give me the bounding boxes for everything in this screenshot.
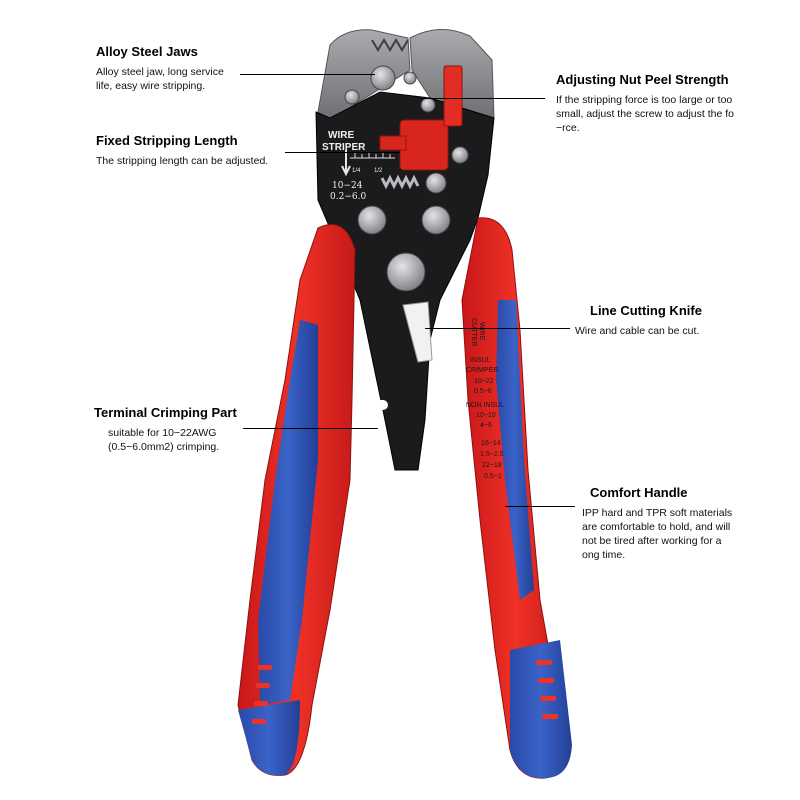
marking-non-insul-2: 10−10 [476,412,496,419]
leader-cutting-knife [425,328,570,329]
leader-handle [505,506,575,507]
leader-crimping [243,428,378,429]
callout-title: Alloy Steel Jaws [96,44,198,59]
adjusting-nut [379,65,469,171]
marking-num-3: 22−18 [482,462,502,469]
callout-title: Fixed Stripping Length [96,133,238,148]
left-handle [237,224,356,776]
callout-description: Alloy steel jaw, long service life, easy… [96,66,224,92]
marking-num-4: 0.5−1 [484,473,502,480]
callout-title: Adjusting Nut Peel Strength [556,72,729,87]
spring [380,174,420,190]
marking-cutter-2: CUTTER [470,318,477,346]
marking-wire: WIRE [328,130,354,141]
leader-jaws [240,74,375,75]
callout-title: Comfort Handle [590,485,688,500]
crimping-teeth [362,400,449,454]
marking-scale-quarter: 1/4 [352,168,361,174]
callout-line-cutting-knife: Line Cutting Knife Wire and cable can be… [575,303,702,338]
leader-adjusting-nut [420,98,545,99]
marking-insul-3: 10−22 [474,378,494,385]
leader-fixed-length [285,152,400,153]
marking-non-insul-1: NON INSUL [466,402,504,409]
callout-description: If the stripping force is too large or t… [556,94,735,134]
marking-gauge-awg: 10−24 [332,181,363,191]
marking-insul-1: INSUL [470,357,491,364]
callout-adjusting-nut: Adjusting Nut Peel Strength If the strip… [556,72,796,135]
callout-description: The stripping length can be adjusted. [96,155,269,167]
marking-insul-2: CRIMPER [466,367,498,374]
callout-description: Wire and cable can be cut. [575,325,700,337]
marking-striper: STRIPER [322,142,366,153]
callout-terminal-crimping: Terminal Crimping Part suitable for 10−2… [94,405,237,454]
marking-gauge-mm: 0.2−6.0 [330,192,366,202]
callout-comfort-handle: Comfort Handle IPP hard and TPR soft mat… [582,485,782,562]
marking-num-1: 16−14 [481,440,501,447]
right-handle [461,217,572,779]
callout-alloy-steel-jaws: Alloy Steel Jaws Alloy steel jaw, long s… [96,44,224,93]
callout-title: Line Cutting Knife [590,303,702,318]
marking-non-insul-3: 4−6 [480,422,492,429]
callout-title: Terminal Crimping Part [94,405,237,420]
stripping-length-scale [341,150,395,177]
callout-fixed-stripping-length: Fixed Stripping Length The stripping len… [96,133,268,168]
cutting-knife [402,301,433,363]
rivets [344,65,451,292]
callout-description: IPP hard and TPR soft materials are comf… [582,507,733,561]
marking-insul-4: 0.5−6 [474,388,492,395]
marking-num-2: 1.5−2.5 [480,451,504,458]
marking-cutter-1: WIRE [478,322,485,341]
callout-description: suitable for 10−22AWG (0.5−6.0mm2) crimp… [108,427,220,453]
marking-scale-half: 1/2 [374,168,383,174]
